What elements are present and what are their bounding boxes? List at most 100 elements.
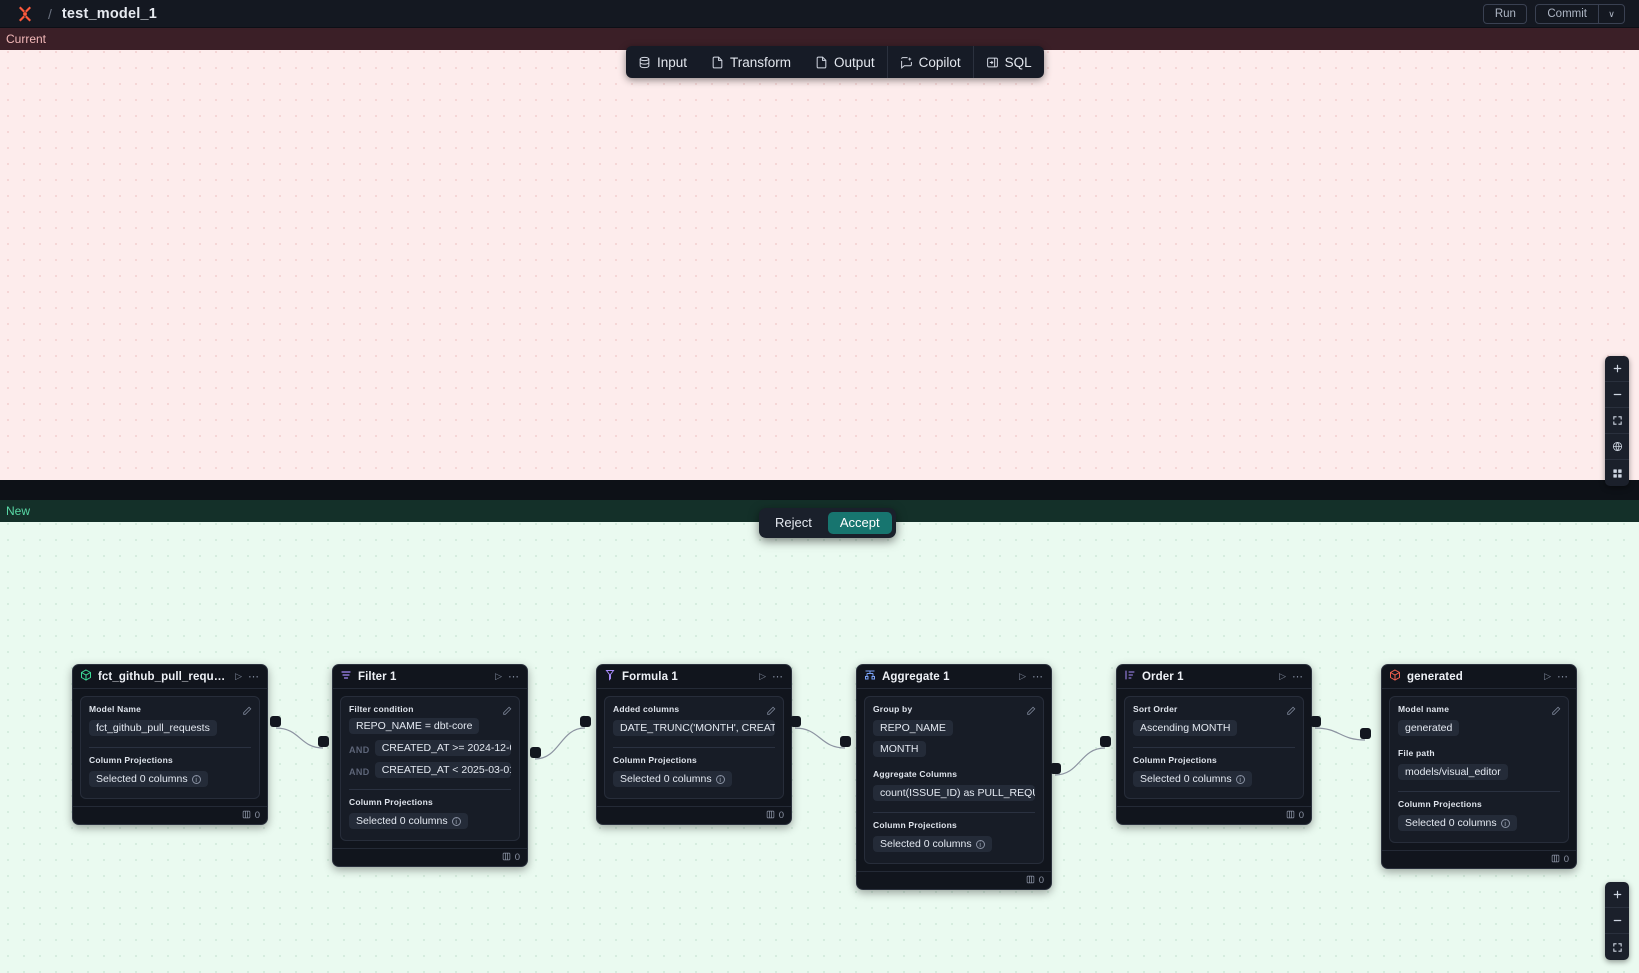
lock-globe-icon[interactable]: [1605, 434, 1629, 460]
current-pane-canvas[interactable]: Current: [0, 28, 1639, 480]
info-icon[interactable]: i: [975, 839, 985, 849]
node-filter-1[interactable]: Filter 1 ▷ ⋯ Filter condition REPO_NAME …: [332, 664, 528, 867]
filter-icon: [340, 668, 352, 686]
value-chip[interactable]: fct_github_pull_requests: [89, 720, 217, 736]
info-icon[interactable]: i: [191, 774, 201, 784]
node-header[interactable]: fct_github_pull_requests ▷ ⋯: [73, 665, 267, 689]
edge-handle[interactable]: [270, 716, 281, 727]
node-header[interactable]: Filter 1 ▷ ⋯: [333, 665, 527, 689]
more-options-icon[interactable]: ⋯: [248, 671, 260, 683]
run-node-icon[interactable]: ▷: [235, 671, 242, 681]
accept-button[interactable]: Accept: [827, 512, 892, 534]
value-chip[interactable]: DATE_TRUNC('MONTH', CREATED_AT…: [613, 720, 775, 736]
node-header[interactable]: Aggregate 1 ▷ ⋯: [857, 665, 1051, 689]
dbt-logo-icon[interactable]: [14, 3, 36, 25]
condition-chip[interactable]: CREATED_AT >= 2024-12-01: [374, 740, 511, 756]
fit-view-icon[interactable]: [1605, 934, 1629, 960]
pencil-edit-icon[interactable]: [1286, 703, 1296, 721]
chevron-down-icon[interactable]: ∨: [1598, 4, 1624, 23]
more-options-icon[interactable]: ⋯: [508, 671, 520, 683]
fit-view-icon[interactable]: [1605, 408, 1629, 434]
run-node-icon[interactable]: ▷: [1544, 671, 1551, 681]
node-header[interactable]: Order 1 ▷ ⋯: [1117, 665, 1311, 689]
plus-icon[interactable]: [1605, 882, 1629, 908]
value-chip[interactable]: models/visual_editor: [1398, 764, 1508, 780]
pencil-edit-icon[interactable]: [766, 703, 776, 721]
plus-icon[interactable]: [1605, 356, 1629, 382]
pencil-edit-icon[interactable]: [1026, 703, 1036, 721]
value-chip[interactable]: generated: [1398, 720, 1460, 736]
run-button[interactable]: Run: [1483, 3, 1528, 24]
column-projections-chip[interactable]: Selected 0 columns i: [1398, 815, 1517, 831]
info-icon[interactable]: i: [715, 774, 725, 784]
edge-handle[interactable]: [530, 747, 541, 758]
toolbar-item-label: Output: [834, 54, 875, 70]
toolbar-item-sql[interactable]: SQL: [972, 46, 1044, 78]
commit-button[interactable]: Commit: [1547, 7, 1587, 20]
column-projections-chip[interactable]: Selected 0 columns i: [873, 836, 992, 852]
info-icon[interactable]: i: [451, 816, 461, 826]
projections-label: Column Projections: [1133, 755, 1217, 765]
grid-icon[interactable]: [1605, 460, 1629, 486]
value-chip[interactable]: REPO_NAME: [873, 720, 953, 736]
run-node-icon[interactable]: ▷: [759, 671, 766, 681]
titlebar-actions: Run Commit ∨: [1483, 3, 1631, 24]
node-fct-github-pull-requests[interactable]: fct_github_pull_requests ▷ ⋯ Model Name …: [72, 664, 268, 825]
edge-handle[interactable]: [1100, 736, 1111, 747]
edge-handle[interactable]: [1310, 716, 1321, 727]
column-projections-chip[interactable]: Selected 0 columns i: [1133, 771, 1252, 787]
condition-chip[interactable]: CREATED_AT < 2025-03-01: [374, 762, 511, 778]
pencil-edit-icon[interactable]: [1551, 703, 1561, 721]
node-footer: 0: [1382, 850, 1576, 868]
more-options-icon[interactable]: ⋯: [1292, 671, 1304, 683]
more-options-icon[interactable]: ⋯: [1032, 671, 1044, 683]
section-label: Sort Order: [1133, 704, 1178, 714]
column-projections-chip[interactable]: Selected 0 columns i: [613, 771, 732, 787]
node-body: Filter condition REPO_NAME = dbt-core AN…: [340, 696, 520, 841]
node-header[interactable]: Formula 1 ▷ ⋯: [597, 665, 791, 689]
diff-decision-bar: Reject Accept: [759, 508, 896, 538]
more-options-icon[interactable]: ⋯: [772, 671, 784, 683]
run-node-icon[interactable]: ▷: [1019, 671, 1026, 681]
projections-label: Column Projections: [89, 755, 173, 765]
edge-handle[interactable]: [790, 716, 801, 727]
projections-label: Column Projections: [613, 755, 697, 765]
node-header[interactable]: generated ▷ ⋯: [1382, 665, 1576, 689]
column-projections-chip[interactable]: Selected 0 columns i: [89, 771, 208, 787]
value-chip[interactable]: count(ISSUE_ID) as PULL_REQUEST_…: [873, 785, 1035, 801]
minus-icon[interactable]: [1605, 382, 1629, 408]
minus-icon[interactable]: [1605, 908, 1629, 934]
condition-chip[interactable]: REPO_NAME = dbt-core: [349, 718, 480, 734]
edge-handle[interactable]: [1360, 728, 1371, 739]
run-node-icon[interactable]: ▷: [1279, 671, 1286, 681]
info-icon[interactable]: i: [1235, 774, 1245, 784]
toolbar-item-copilot[interactable]: Copilot: [886, 46, 973, 78]
condition-row: AND CREATED_AT < 2025-03-01: [349, 762, 511, 781]
node-title: fct_github_pull_requests: [98, 670, 230, 683]
value-chip[interactable]: MONTH: [873, 741, 926, 757]
new-pane-canvas[interactable]: New fct_github_pull_requests ▷ ⋯: [0, 500, 1639, 973]
run-node-icon[interactable]: ▷: [495, 671, 502, 681]
section-label: Aggregate Columns: [873, 769, 958, 779]
node-order-1[interactable]: Order 1 ▷ ⋯ Sort Order Ascending MONTH C…: [1116, 664, 1312, 825]
column-projections-chip[interactable]: Selected 0 columns i: [349, 813, 468, 829]
node-aggregate-1[interactable]: Aggregate 1 ▷ ⋯ Group by REPO_NAME MONTH…: [856, 664, 1052, 890]
toolbar-item-input[interactable]: Input: [626, 46, 699, 78]
info-icon[interactable]: i: [1500, 818, 1510, 828]
toolbar-item-transform[interactable]: Transform: [699, 46, 803, 78]
edge-handle[interactable]: [580, 716, 591, 727]
edge-handle[interactable]: [318, 736, 329, 747]
commit-button-group[interactable]: Commit ∨: [1535, 3, 1625, 24]
columns-icon: [242, 810, 251, 822]
pencil-edit-icon[interactable]: [242, 703, 252, 721]
toolbar-item-output[interactable]: Output: [803, 46, 887, 78]
edge-handle[interactable]: [1050, 763, 1061, 774]
node-formula-1[interactable]: Formula 1 ▷ ⋯ Added columns DATE_TRUNC('…: [596, 664, 792, 825]
reject-button[interactable]: Reject: [775, 515, 812, 530]
pencil-edit-icon[interactable]: [502, 703, 512, 721]
value-chip[interactable]: Ascending MONTH: [1133, 720, 1238, 736]
more-options-icon[interactable]: ⋯: [1557, 671, 1569, 683]
condition-row: AND CREATED_AT >= 2024-12-01: [349, 740, 511, 759]
node-generated[interactable]: generated ▷ ⋯ Model name generated File …: [1381, 664, 1577, 869]
edge-handle[interactable]: [840, 736, 851, 747]
